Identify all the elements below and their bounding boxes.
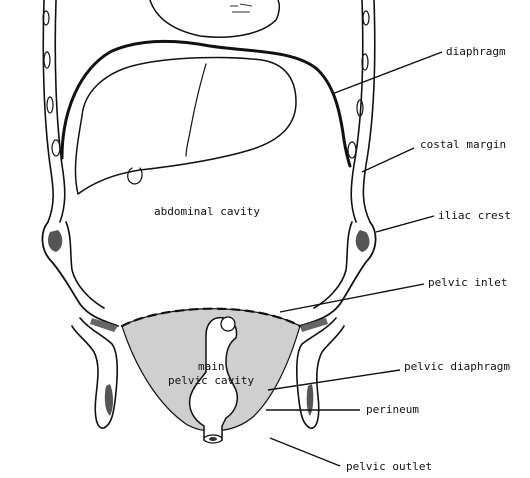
- label-diaphragm: diaphragm: [446, 45, 506, 58]
- label-costal-margin: costal margin: [420, 138, 506, 151]
- label-main: main: [198, 360, 225, 373]
- label-pelvic-diaphragm: pelvic diaphragm: [404, 360, 510, 373]
- right-rib-segments: [347, 10, 370, 159]
- left-rib-segments: [42, 10, 61, 157]
- leader-iliac-crest: [375, 215, 435, 233]
- leader-pelvic-inlet: [279, 283, 425, 313]
- right-body-wall: [296, 0, 377, 429]
- label-pelvic-cavity: pelvic cavity: [168, 374, 254, 387]
- leader-lines: [266, 51, 443, 467]
- left-body-wall: [41, 0, 119, 429]
- leader-pelvic-diaphragm: [267, 369, 401, 391]
- label-pelvic-outlet: pelvic outlet: [346, 460, 432, 473]
- rectum: [188, 316, 239, 444]
- leader-pelvic-outlet: [269, 437, 341, 467]
- diaphragm-line: [60, 39, 352, 168]
- label-pelvic-inlet: pelvic inlet: [428, 276, 507, 289]
- leader-costal-margin: [361, 147, 415, 173]
- label-perineum: perineum: [366, 403, 419, 416]
- label-iliac-crest: iliac crest: [438, 209, 511, 222]
- pelvic-inlet-line: [120, 307, 302, 328]
- upper-organs: [74, 0, 297, 195]
- label-abdominal-cavity: abdominal cavity: [154, 205, 260, 218]
- leader-diaphragm: [331, 51, 443, 95]
